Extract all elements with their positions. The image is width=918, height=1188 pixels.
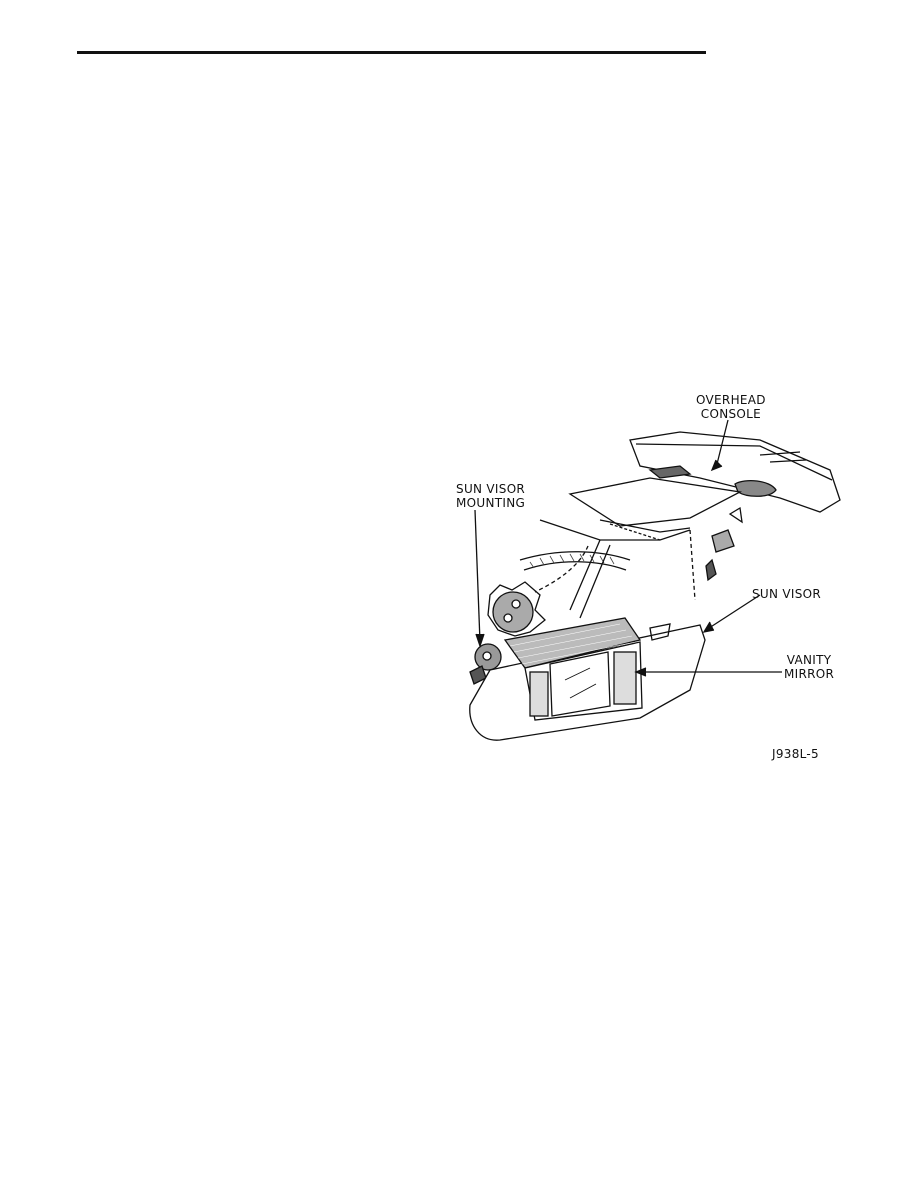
sun-visor-mounting-callout: SUN VISOR MOUNTING <box>456 482 525 510</box>
vanity-mirror-label-line2: MIRROR <box>784 667 835 681</box>
sun-visor-mounting-label-line1: SUN VISOR <box>456 482 526 496</box>
sun-visor-mounting-label-line2: MOUNTING <box>456 496 526 510</box>
figure-code: J938L-5 <box>772 747 819 761</box>
overhead-console-label-line2: CONSOLE <box>700 407 762 421</box>
vanity-mirror-label-line1: VANITY <box>786 653 832 667</box>
overhead-console-label-line1: OVERHEAD <box>696 393 766 407</box>
vanity-mirror-callout: VANITY MIRROR <box>784 653 834 681</box>
sun-visor-callout: SUN VISOR <box>752 587 822 601</box>
header-rule <box>77 51 706 54</box>
overhead-console-callout: OVERHEAD CONSOLE <box>696 393 766 421</box>
